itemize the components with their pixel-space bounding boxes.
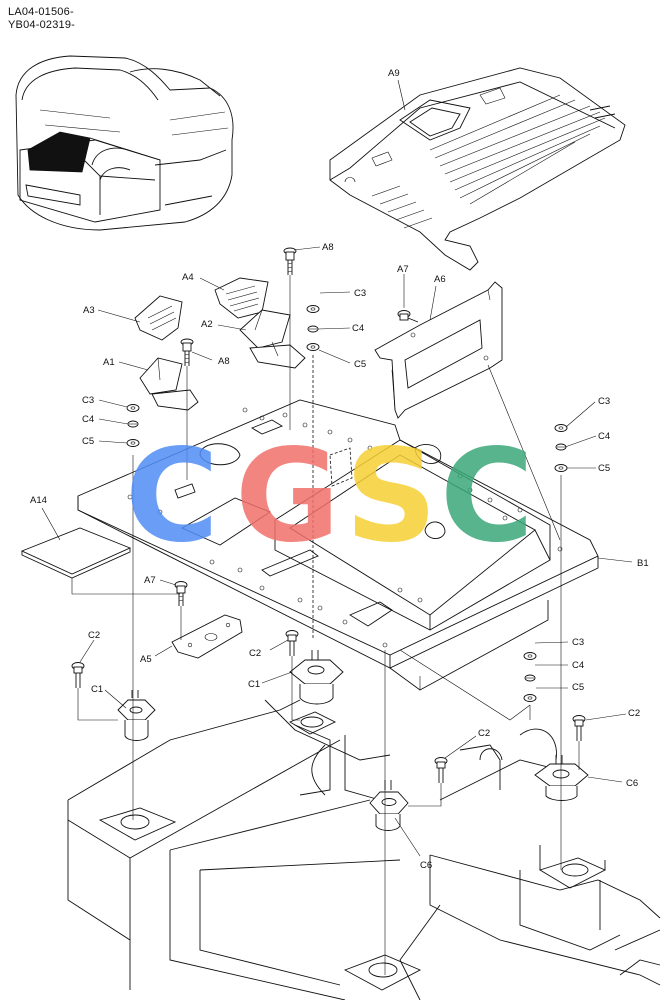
label-a1: A1 [103, 357, 115, 368]
label-a8-lower: A8 [218, 356, 230, 367]
label-c2-left: C2 [88, 630, 100, 641]
label-c4-lower: C4 [572, 660, 584, 671]
part-labels: A9 A8 A4 A3 A2 A1 A8 C3 C4 C5 A7 A6 C3 C… [30, 68, 649, 871]
label-a9: A9 [388, 68, 400, 79]
label-c2-right: C2 [628, 708, 640, 719]
label-c3-left: C3 [82, 395, 94, 406]
part-a8-bolt-upper [283, 247, 297, 275]
part-washer-stack-right-upper [554, 424, 568, 472]
label-a8-upper: A8 [322, 242, 334, 253]
part-a5-plate [171, 614, 243, 659]
label-c5-right: C5 [598, 463, 610, 474]
label-a5: A5 [140, 654, 152, 665]
part-c1-mount-left [117, 690, 156, 741]
leader-lines [41, 79, 633, 857]
part-a4-pedal [214, 277, 269, 319]
part-a6-bracket [374, 281, 503, 419]
part-a2-pedal-bracket [239, 309, 306, 369]
part-c6-mount-right [534, 755, 589, 801]
part-a8-bolt-lower [180, 338, 194, 366]
label-c3-lower: C3 [572, 637, 584, 648]
alignment-lines [77, 275, 580, 975]
part-a7-bolt-upper [397, 310, 419, 323]
part-a3-pedal [134, 295, 183, 341]
watermark-letter-s: S [345, 422, 437, 571]
cgsc-watermark: C G S C [125, 422, 534, 571]
part-c2-bolt-3 [434, 757, 448, 783]
label-c5-lower: C5 [572, 682, 584, 693]
label-a7-lower: A7 [144, 575, 156, 586]
label-c6-center: C6 [420, 860, 432, 871]
lower-frame [67, 699, 661, 1000]
header-code-1: LA04-01506- [8, 6, 74, 18]
part-washer-stack-left [126, 404, 140, 447]
label-c2-center: C2 [249, 648, 261, 659]
watermark-letter-c1: C [125, 422, 219, 571]
part-a1-pedal-bracket [139, 357, 199, 411]
label-c6-right: C6 [626, 778, 638, 789]
label-a4: A4 [182, 272, 194, 283]
label-c4-right: C4 [598, 431, 610, 442]
part-c2-bolt-1 [71, 662, 85, 688]
part-a14-cover [20, 527, 180, 595]
label-c2-lower: C2 [478, 728, 490, 739]
label-c1-left: C1 [91, 684, 103, 695]
watermark-letter-g: G [235, 422, 340, 571]
label-c3-center: C3 [354, 288, 366, 299]
label-c4-left: C4 [82, 414, 94, 425]
label-c5-center: C5 [354, 359, 366, 370]
label-a14: A14 [30, 495, 47, 506]
header-code-2: YB04-02319- [8, 19, 76, 31]
watermark-letter-c2: C [440, 422, 534, 571]
label-a7-upper: A7 [397, 264, 409, 275]
part-c2-bolt-2 [285, 630, 299, 656]
label-c4-center: C4 [352, 323, 364, 334]
part-c2-bolt-4 [572, 715, 586, 741]
label-c1-center: C1 [248, 679, 260, 690]
label-a6: A6 [434, 274, 446, 285]
label-c5-left: C5 [82, 436, 94, 447]
label-a3: A3 [83, 305, 95, 316]
part-a9-cover-panel [329, 67, 626, 271]
label-b1: B1 [637, 558, 649, 569]
part-b1-floor-plate [77, 399, 599, 691]
label-c3-right: C3 [598, 396, 610, 407]
part-c6-mount-center [369, 780, 409, 831]
part-washer-stack-center [306, 305, 320, 351]
cab-overview-inset [15, 55, 234, 231]
part-washer-stack-right-lower [523, 652, 537, 702]
label-a2: A2 [201, 319, 213, 330]
part-c1-mount-center [289, 650, 344, 705]
